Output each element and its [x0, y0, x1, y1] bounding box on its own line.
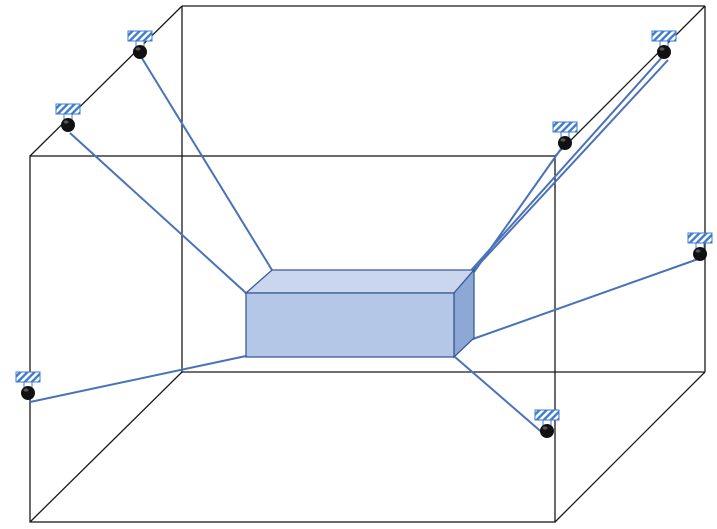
cable-top-front-right — [473, 145, 564, 273]
winch-motor — [540, 424, 554, 438]
cable-top-back-right — [465, 54, 665, 277]
winch-motor-highlight — [135, 47, 141, 51]
winch-mount-plate — [552, 121, 578, 133]
cable-bottom-front-right — [454, 356, 546, 436]
winch-motor — [21, 386, 35, 400]
frame-connector-top-left — [29, 5, 183, 157]
winch-icon — [651, 30, 677, 59]
cable-bottom-front-left — [29, 355, 247, 403]
frame-front-rectangle — [29, 155, 556, 523]
winch-motor — [133, 45, 147, 59]
winch-icon — [687, 232, 713, 261]
winch-mount-plate — [127, 30, 153, 42]
winch-icon — [534, 409, 560, 438]
winch-mount-plate — [687, 232, 713, 244]
cable-group — [29, 54, 702, 436]
winch-motor — [558, 136, 572, 150]
frame-connector-top-right — [554, 5, 706, 157]
winch-mount-plate — [15, 371, 41, 383]
cable-bottom-back-right — [469, 257, 702, 341]
payload-box-icon — [244, 268, 476, 359]
frame-connector-bottom-left — [29, 371, 183, 523]
winch-motor-highlight — [659, 47, 665, 51]
winch-motor — [693, 247, 707, 261]
winch-motor — [657, 45, 671, 59]
frame-wireframe — [29, 5, 706, 523]
payload-top-face — [244, 269, 476, 294]
frame-connector-bottom-right — [554, 371, 706, 523]
winch-motor — [61, 118, 75, 132]
winch-motor-highlight — [542, 426, 548, 430]
winch-motor-highlight — [23, 388, 29, 392]
winch-motor-highlight — [560, 138, 566, 142]
winch-motor-highlight — [695, 249, 701, 253]
winch-motor-highlight — [63, 120, 69, 124]
winch-mount-plate — [55, 103, 81, 115]
winch-icon — [15, 371, 41, 400]
winch-icon — [55, 103, 81, 132]
winch-mount-plate — [651, 30, 677, 42]
winch-mount-plate — [534, 409, 560, 421]
payload-front-face — [245, 292, 455, 358]
cable-top-back-right-2 — [469, 59, 669, 275]
cable-top-back-left — [139, 54, 273, 271]
winch-icon — [127, 30, 153, 59]
winch-icon — [552, 121, 578, 150]
cable-top-front-left — [69, 132, 247, 294]
